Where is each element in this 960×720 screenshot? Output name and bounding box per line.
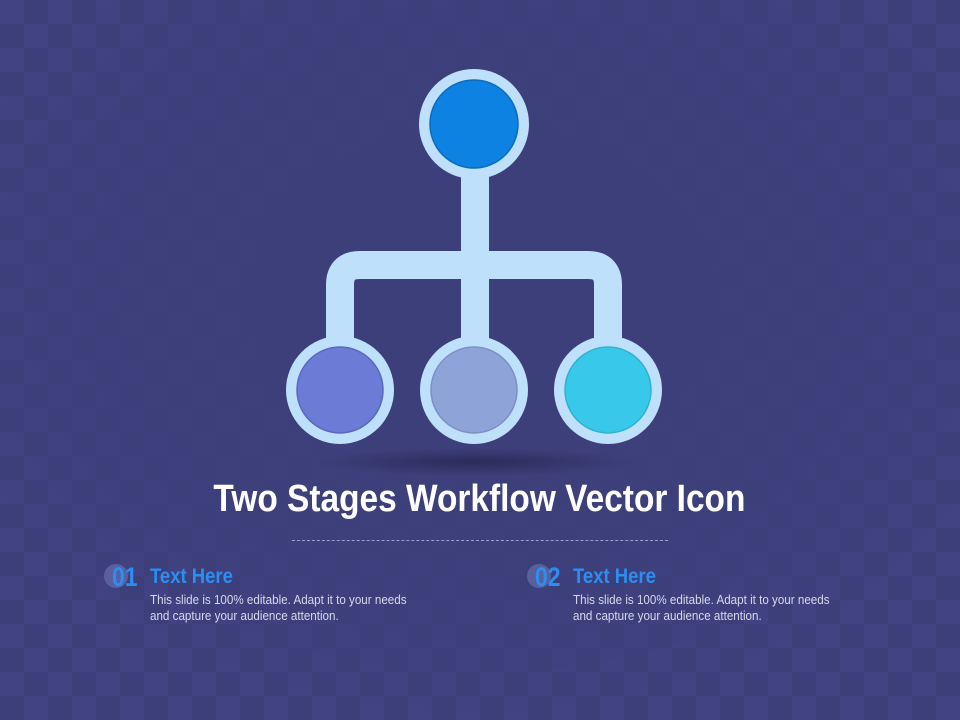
node-right-fill [564,346,652,434]
diagram-shadow [315,448,635,476]
item-description: This slide is 100% editable. Adapt it to… [573,593,830,623]
connector-lines [326,160,622,345]
item-description: This slide is 100% editable. Adapt it to… [150,593,407,623]
item-number: 01 [112,562,138,592]
slide-title: Two Stages Workflow Vector Icon [213,478,746,520]
node-top [419,69,529,179]
node-top-fill [429,79,519,169]
node-left-fill [296,346,384,434]
text-item-1: 01 Text Here This slide is 100% editable… [104,560,407,630]
connector-branch [326,251,622,345]
item-number-badge: 02 [527,562,573,592]
item-title: Text Here [150,565,233,588]
node-left [286,336,394,444]
item-title: Text Here [573,565,656,588]
node-right [554,336,662,444]
node-middle [420,336,528,444]
number-circle-bg [527,564,551,588]
node-middle-fill [430,346,518,434]
item-number-badge: 01 [104,562,150,592]
workflow-diagram [286,69,662,476]
title-divider [292,540,668,541]
number-circle-bg [104,564,128,588]
text-item-2: 02 Text Here This slide is 100% editable… [527,560,830,630]
item-number: 02 [535,562,561,592]
